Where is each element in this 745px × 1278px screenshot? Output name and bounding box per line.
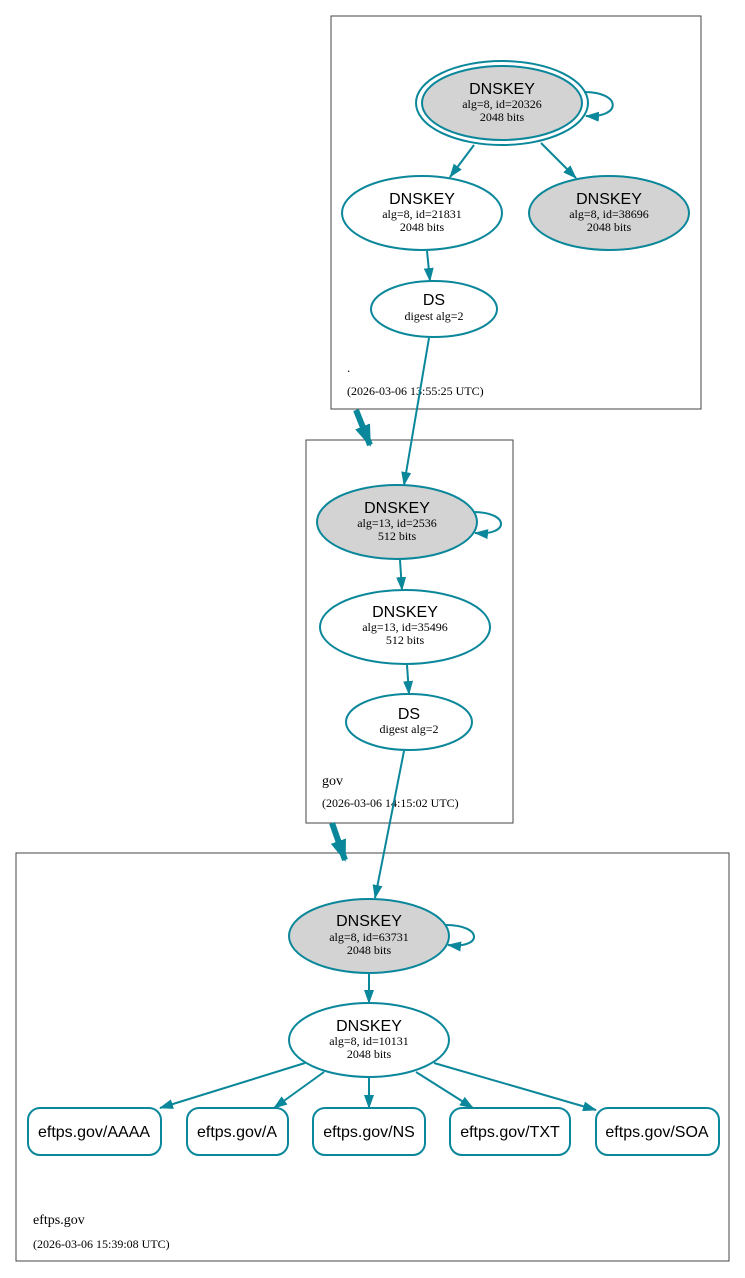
zone-gov: gov (2026-03-06 14:15:02 UTC)	[305, 439, 514, 824]
node-eftps-ksk-title: DNSKEY	[336, 913, 402, 930]
node-gov-zsk[interactable]: DNSKEY alg=13, id=35496 512 bits	[319, 589, 491, 665]
edge-eftps_zsk-rr_txt	[415, 1071, 474, 1109]
node-rrset-a-label: eftps.gov/A	[197, 1124, 277, 1141]
node-root-zsk2-line1: alg=8, id=38696	[569, 207, 649, 221]
zone-gov-timestamp: (2026-03-06 14:15:02 UTC)	[322, 796, 459, 810]
node-gov-ds[interactable]: DS digest alg=2	[370, 280, 498, 338]
node-rrset-txt[interactable]: eftps.gov/TXT	[449, 1107, 571, 1156]
node-eftps-ds[interactable]: DS digest alg=2	[345, 693, 473, 751]
node-gov-ds-shape	[370, 280, 498, 338]
edge-eftps_ds-eftps_ksk	[372, 750, 405, 899]
self-loop-eftps_ksk	[445, 924, 475, 952]
zone-eftps-box	[15, 852, 730, 1262]
node-root-zsk1-title: DNSKEY	[389, 191, 455, 208]
node-eftps-ds-shape	[345, 693, 473, 751]
edge-gov_ds-gov_ksk	[401, 337, 430, 486]
node-eftps-ksk-shape	[288, 898, 450, 974]
node-gov-zsk-line1: alg=13, id=35496	[362, 620, 448, 634]
node-gov-ksk[interactable]: DNSKEY alg=13, id=2536 512 bits	[316, 484, 478, 560]
node-root-ksk-line1: alg=8, id=20326	[462, 97, 542, 111]
edge-eftps_zsk-rr_aaaa	[159, 1062, 306, 1109]
zone-eftps-timestamp: (2026-03-06 15:39:08 UTC)	[33, 1237, 170, 1251]
node-root-zsk1[interactable]: DNSKEY alg=8, id=21831 2048 bits	[341, 175, 503, 251]
node-eftps-zsk-shape	[288, 1002, 450, 1078]
node-root-ksk-title: DNSKEY	[469, 81, 535, 98]
node-root-zsk2-shape	[528, 175, 690, 251]
node-rrset-soa-shape	[595, 1107, 720, 1156]
node-root-ksk[interactable]: DNSKEY alg=8, id=20326 2048 bits	[415, 60, 589, 146]
edge-root_zsk1-gov_ds	[423, 250, 434, 282]
node-rrset-ns-shape	[312, 1107, 426, 1156]
edge-gov_ksk-gov_zsk	[396, 559, 407, 591]
node-rrset-aaaa[interactable]: eftps.gov/AAAA	[27, 1107, 162, 1156]
self-loop-gov_ksk	[472, 511, 502, 540]
node-eftps-zsk-line1: alg=8, id=10131	[329, 1034, 409, 1048]
node-gov-ds-title: DS	[423, 292, 445, 309]
zone-eftps-label: eftps.gov	[33, 1213, 85, 1228]
node-eftps-zsk-title: DNSKEY	[336, 1018, 402, 1035]
node-eftps-ksk-line2: 2048 bits	[347, 943, 392, 957]
edge-root_ksk-root_zsk1	[449, 144, 475, 178]
delegation-arrow-gov-eftps	[329, 822, 348, 862]
zone-root-label: .	[347, 360, 350, 375]
self-loops	[445, 91, 614, 952]
node-root-zsk2[interactable]: DNSKEY alg=8, id=38696 2048 bits	[528, 175, 690, 251]
edge-eftps_zsk-rr_soa	[433, 1062, 597, 1112]
zone-root: . (2026-03-06 13:55:25 UTC)	[330, 15, 702, 410]
zone-eftps: eftps.gov (2026-03-06 15:39:08 UTC)	[15, 852, 730, 1262]
node-gov-zsk-line2: 512 bits	[386, 633, 425, 647]
node-gov-ksk-shape	[316, 484, 478, 560]
node-gov-ds-line1: digest alg=2	[404, 309, 463, 323]
node-rrset-a-shape	[186, 1107, 289, 1156]
node-root-zsk1-line1: alg=8, id=21831	[382, 207, 462, 221]
edge-eftps_zsk-rr_a	[273, 1071, 325, 1109]
node-root-zsk2-title: DNSKEY	[576, 191, 642, 208]
node-rrset-aaaa-shape	[27, 1107, 162, 1156]
node-gov-ksk-title: DNSKEY	[364, 500, 430, 517]
self-loop-root_ksk	[583, 91, 614, 122]
node-eftps-zsk-line2: 2048 bits	[347, 1047, 392, 1061]
node-root-zsk1-line2: 2048 bits	[400, 220, 445, 234]
node-rrset-txt-label: eftps.gov/TXT	[460, 1124, 560, 1141]
node-root-ksk-shape	[421, 65, 583, 141]
node-root-zsk2-line2: 2048 bits	[587, 220, 632, 234]
node-gov-zsk-title: DNSKEY	[372, 604, 438, 621]
node-eftps-ksk[interactable]: DNSKEY alg=8, id=63731 2048 bits	[288, 898, 450, 974]
node-gov-ksk-line2: 512 bits	[378, 529, 417, 543]
zone-gov-label: gov	[322, 774, 343, 789]
delegation-arrows	[329, 408, 373, 862]
node-rrset-aaaa-label: eftps.gov/AAAA	[38, 1124, 150, 1141]
node-root-ksk-line2: 2048 bits	[480, 110, 525, 124]
node-root-ksk-outer-ring	[415, 60, 589, 146]
node-rrset-a[interactable]: eftps.gov/A	[186, 1107, 289, 1156]
node-eftps-ds-title: DS	[398, 706, 420, 723]
zone-root-box	[330, 15, 702, 410]
edge-gov_zsk-eftps_ds	[403, 664, 414, 695]
node-rrset-soa[interactable]: eftps.gov/SOA	[595, 1107, 720, 1156]
node-gov-zsk-shape	[319, 589, 491, 665]
node-root-zsk1-shape	[341, 175, 503, 251]
node-eftps-ds-line1: digest alg=2	[379, 722, 438, 736]
node-rrset-soa-label: eftps.gov/SOA	[605, 1124, 708, 1141]
node-rrset-ns[interactable]: eftps.gov/NS	[312, 1107, 426, 1156]
node-gov-ksk-line1: alg=13, id=2536	[357, 516, 437, 530]
node-rrset-ns-label: eftps.gov/NS	[323, 1124, 415, 1141]
edge-root_ksk-root_zsk2	[540, 142, 577, 179]
edges	[159, 142, 597, 1112]
node-eftps-zsk[interactable]: DNSKEY alg=8, id=10131 2048 bits	[288, 1002, 450, 1078]
zone-gov-box	[305, 439, 514, 824]
zone-root-timestamp: (2026-03-06 13:55:25 UTC)	[347, 384, 484, 398]
node-eftps-ksk-line1: alg=8, id=63731	[329, 930, 409, 944]
node-rrset-txt-shape	[449, 1107, 571, 1156]
delegation-arrow-root-gov	[353, 408, 373, 447]
